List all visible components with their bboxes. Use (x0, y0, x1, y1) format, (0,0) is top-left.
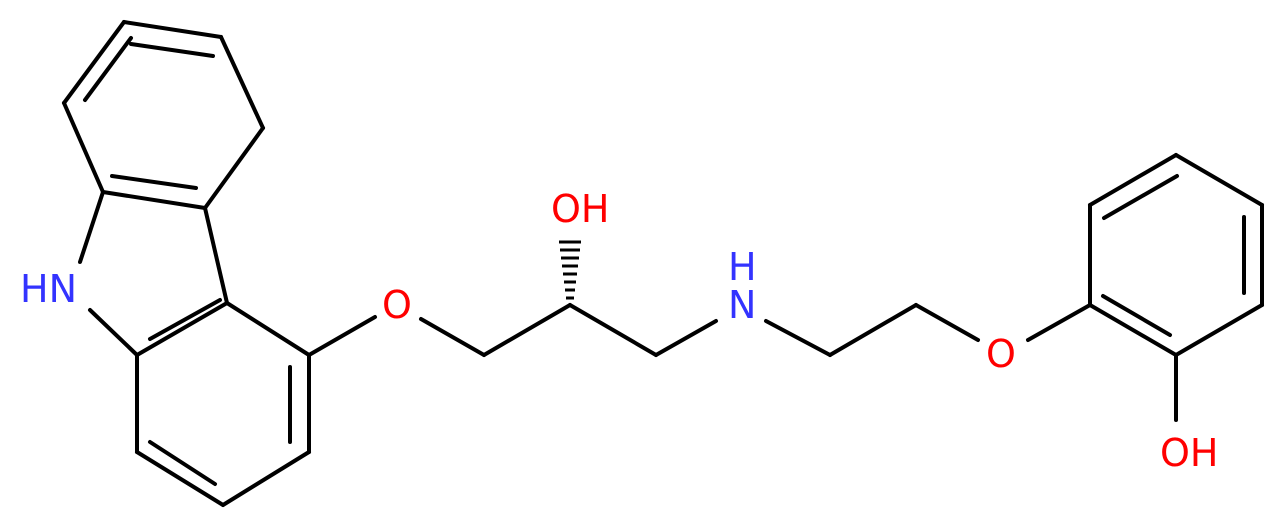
bond (78, 190, 105, 264)
bond (1088, 303, 1178, 357)
bond (1102, 174, 1179, 220)
bond (148, 298, 222, 341)
bond (110, 174, 198, 190)
atom-label-oh-top: OH (551, 187, 609, 231)
bond (828, 303, 918, 357)
bond (135, 450, 225, 507)
bond (88, 308, 139, 357)
atom-label-o-ether-left: O (382, 283, 412, 327)
bond (1101, 294, 1172, 337)
bond (764, 319, 832, 357)
bond (122, 20, 223, 39)
linker-chain (307, 303, 1092, 357)
benzene-ring-top (62, 20, 265, 210)
bond (135, 301, 229, 357)
bond (307, 315, 377, 357)
bond (221, 450, 311, 507)
atom-label-h-amine: H (728, 245, 757, 289)
atom-label-oh-phenol: OH (1160, 431, 1218, 475)
bond (203, 126, 265, 210)
bond (1174, 153, 1264, 207)
bond (1174, 303, 1264, 357)
bond (219, 35, 265, 130)
bond (203, 206, 229, 305)
atom-label-o-ether-right: O (986, 332, 1016, 376)
pyrrole-ring (78, 190, 229, 357)
bond (83, 36, 133, 102)
benzene-ring-bottom (135, 298, 311, 507)
bond (62, 20, 126, 105)
atom-label-nh: HN (20, 267, 77, 311)
bond (654, 319, 718, 357)
bond (568, 303, 658, 357)
bond (225, 301, 311, 357)
stereo-hash-bond (559, 240, 581, 300)
bond (101, 190, 207, 210)
bond (129, 42, 215, 58)
bond (419, 317, 486, 357)
phenol-ring (1088, 153, 1264, 422)
bond (62, 101, 105, 194)
bond (482, 303, 572, 357)
bond (1088, 153, 1178, 207)
bond (1026, 303, 1092, 342)
bond (914, 303, 980, 342)
atom-label-nh-amine: N (728, 283, 756, 327)
bond (148, 440, 217, 486)
